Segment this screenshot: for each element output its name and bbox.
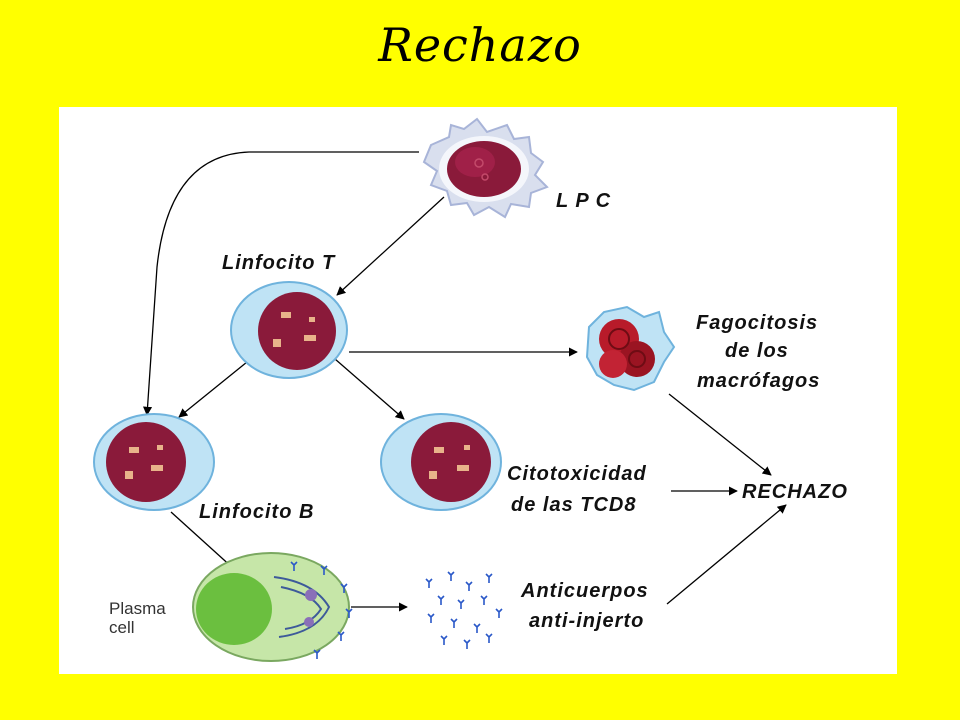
label-plasma-line1: Plasma (109, 599, 166, 618)
label-rechazo: RECHAZO (742, 481, 848, 503)
label-anticuerpos-line1: Anticuerpos (520, 580, 649, 602)
diagram-panel: L P C Linfocito T Linfocito B Fagocitosi… (59, 107, 897, 674)
label-plasma-line2: cell (109, 618, 135, 637)
arrow-fagocitosis-to-rechazo (668, 393, 772, 476)
arrows (143, 151, 787, 612)
arrow-linfocito-t-to-linfocito-b (178, 361, 248, 418)
label-fagocitosis-line1: Fagocitosis (696, 312, 818, 334)
label-fagocitosis-line2: de los (725, 340, 789, 362)
macrophage-cell (585, 305, 676, 392)
arrow-linfocito-t-to-tcd8 (334, 358, 405, 420)
free-antibodies (425, 571, 503, 650)
rejection-diagram: L P C Linfocito T Linfocito B Fagocitosi… (93, 117, 848, 662)
tcd8-cell (380, 413, 502, 511)
label-citotoxicidad-line2: de las TCD8 (511, 494, 636, 516)
label-linfocito-b: Linfocito B (199, 501, 314, 523)
linfocito-b-cell (93, 413, 215, 511)
label-lpc: L P C (556, 190, 611, 212)
label-citotoxicidad-line1: Citotoxicidad (507, 463, 647, 485)
linfocito-t-cell (230, 281, 348, 379)
arrow-linfocito-b-to-plasma (170, 511, 235, 570)
lpc-cell (422, 117, 549, 219)
plasma-cell (192, 552, 350, 662)
label-anticuerpos-line2: anti-injerto (529, 610, 644, 632)
label-linfocito-t: Linfocito T (222, 252, 336, 274)
slide-title: Rechazo (378, 18, 582, 72)
arrow-anticuerpos-to-rechazo (666, 504, 787, 605)
label-fagocitosis-line3: macrófagos (697, 370, 820, 392)
arrow-lpc-to-linfocito-t (336, 196, 445, 296)
arrow-lpc-to-linfocito-b (143, 151, 419, 416)
